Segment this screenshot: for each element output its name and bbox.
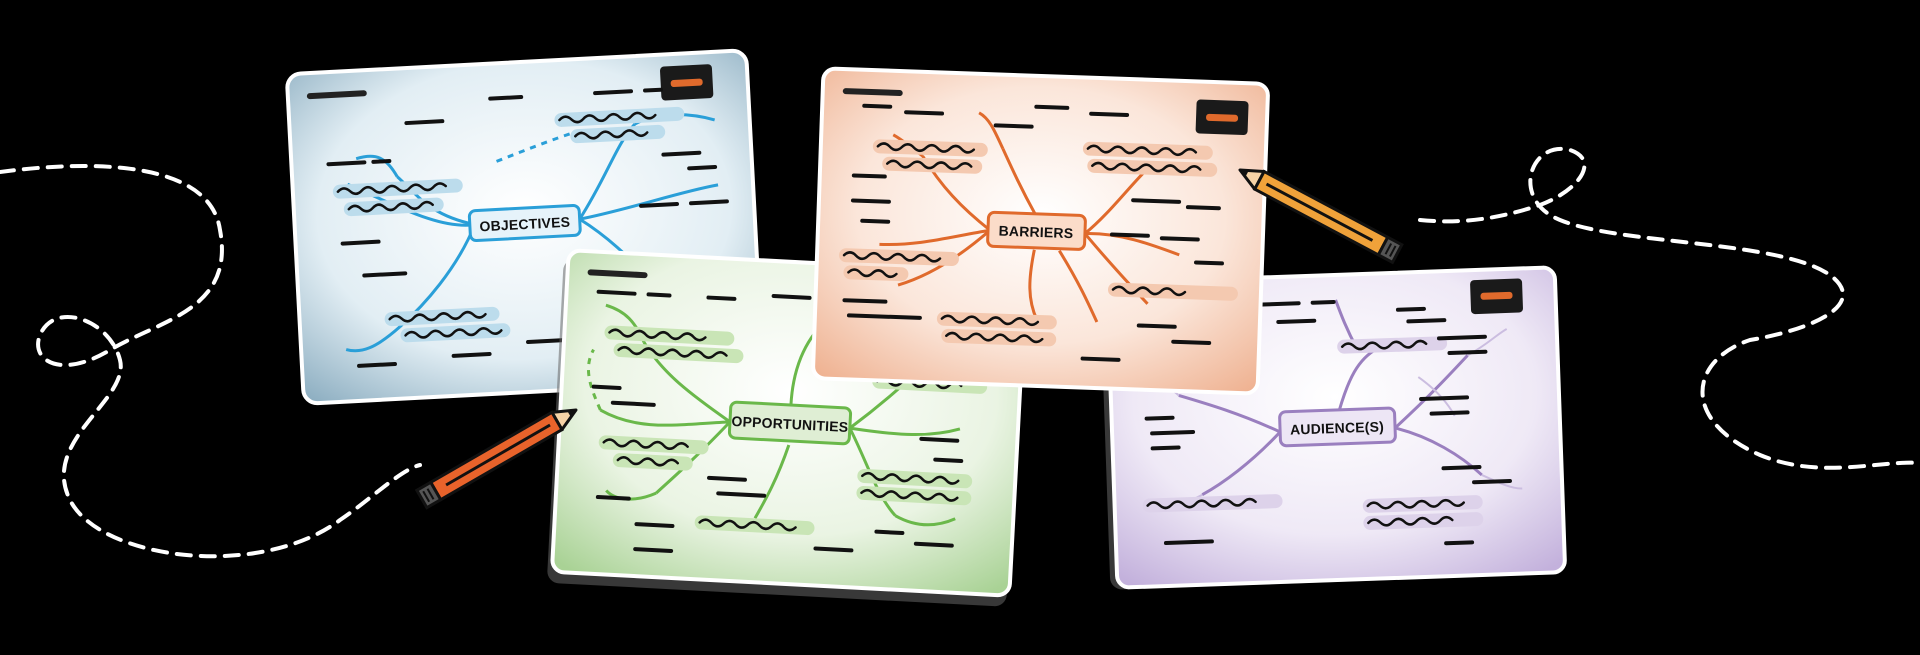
audiences-label: AUDIENCE(S) (1290, 418, 1384, 437)
dashed-path (0, 146, 1920, 559)
pencil-icon (414, 408, 578, 510)
pencil-icon (1238, 168, 1404, 265)
barriers-card: BARRIERS (811, 66, 1270, 396)
opportunities-label: OPPORTUNITIES (731, 413, 849, 435)
barriers-label: BARRIERS (998, 223, 1073, 242)
objectives-label: OBJECTIVES (479, 214, 570, 235)
